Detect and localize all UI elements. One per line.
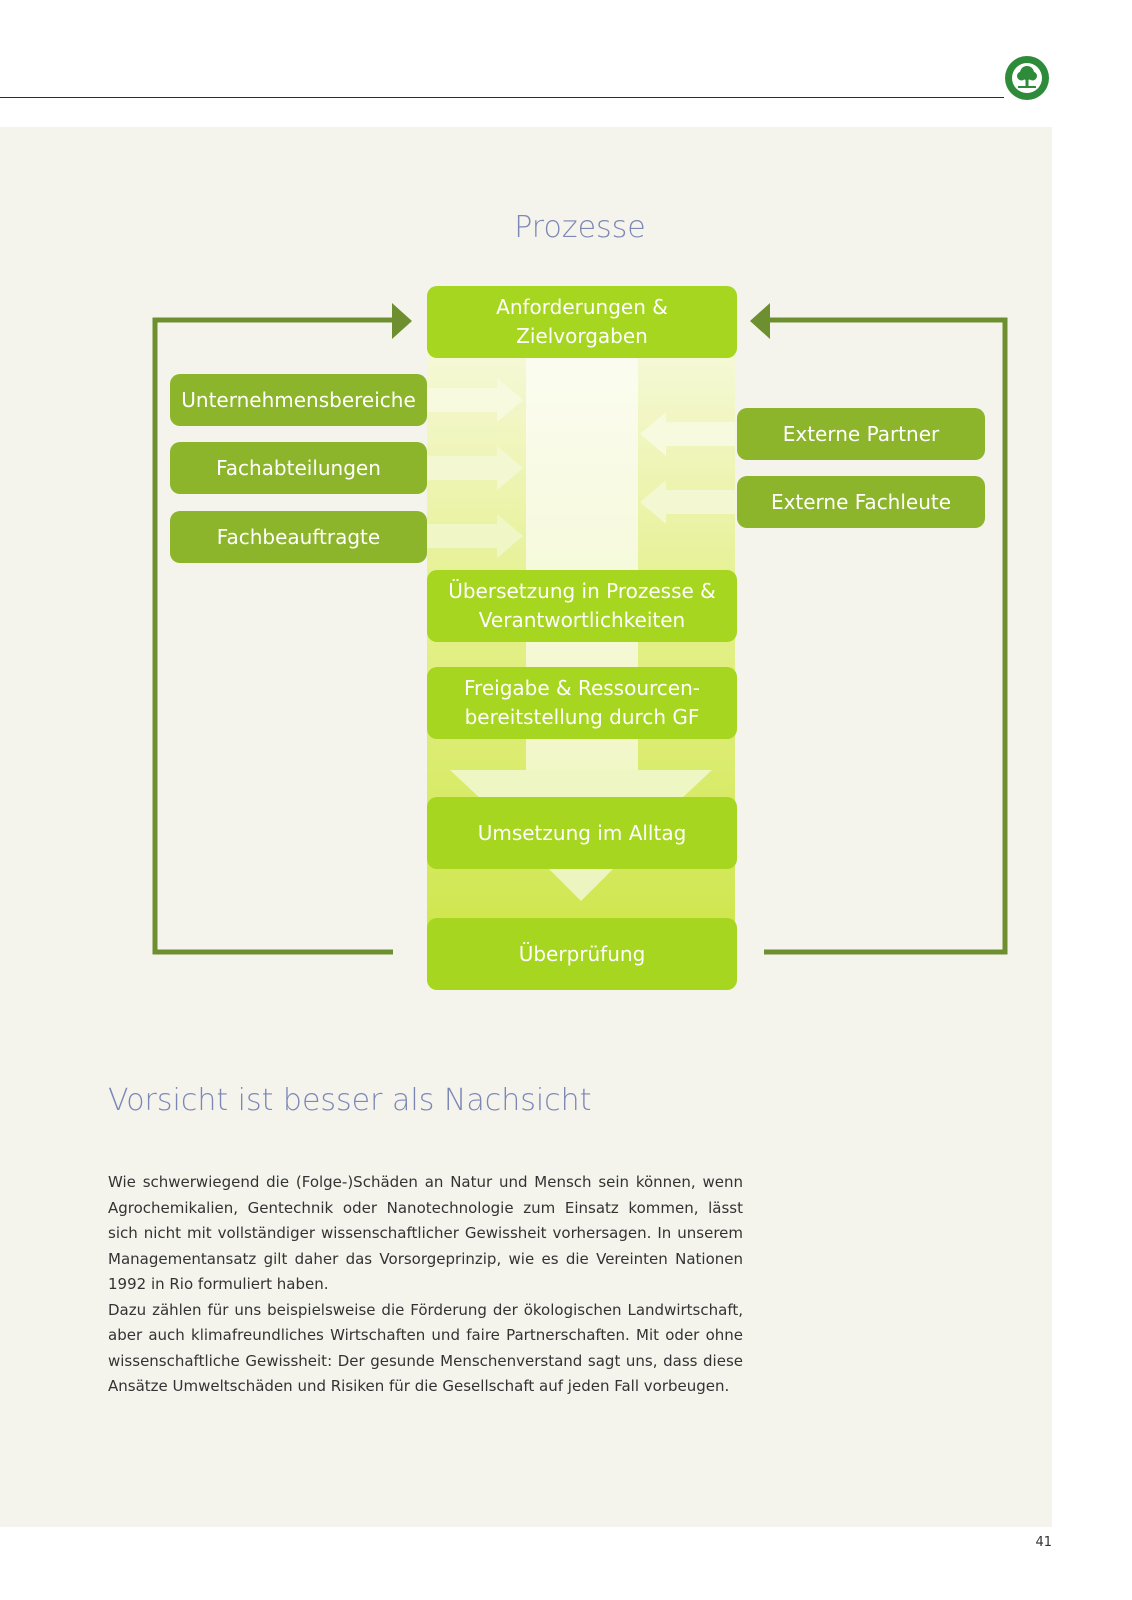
tree-seal-icon xyxy=(1005,56,1049,100)
feedback-loop-right xyxy=(764,317,1008,955)
flow-box-line: Zielvorgaben xyxy=(516,324,648,348)
input-arrow-left-1 xyxy=(427,378,523,422)
side-box-business-units: Unternehmensbereiche xyxy=(170,374,427,426)
flow-box-line: Überprüfung xyxy=(518,941,646,966)
flow-down-arrow-large xyxy=(450,770,712,800)
flow-box-line: Verantwortlichkeiten xyxy=(478,608,686,632)
section-heading: Vorsicht ist besser als Nachsicht xyxy=(108,1083,592,1118)
input-arrow-right-1 xyxy=(640,412,735,456)
header-rule xyxy=(0,97,1004,98)
side-box-departments: Fachabteilungen xyxy=(170,442,427,494)
feedback-arrowhead-left xyxy=(392,303,412,339)
flow-box-approval: Freigabe & Ressourcen- bereitstellung du… xyxy=(427,667,737,739)
body-text: Wie schwerwiegend die (Folge-)Schäden an… xyxy=(108,1170,743,1400)
flow-box-line: Freigabe & Ressourcen- xyxy=(464,676,700,700)
feedback-arrowhead-right xyxy=(750,303,770,339)
flow-box-review: Überprüfung xyxy=(427,918,737,990)
side-box-external-experts: Externe Fachleute xyxy=(737,476,985,528)
feedback-loop-left xyxy=(152,317,395,955)
paragraph: Wie schwerwiegend die (Folge-)Schäden an… xyxy=(108,1173,743,1293)
flow-box-line: Umsetzung im Alltag xyxy=(477,820,687,845)
paragraph: Dazu zählen für uns beispielsweise die F… xyxy=(108,1300,743,1396)
flow-box-line: Übersetzung in Prozesse & xyxy=(448,579,716,603)
diagram-title: Prozesse xyxy=(514,210,646,245)
flow-down-arrow-small xyxy=(548,868,614,901)
side-box-officers: Fachbeauftragte xyxy=(170,511,427,563)
flow-box-requirements: Anforderungen & Zielvorgaben xyxy=(427,286,737,358)
input-arrow-right-2 xyxy=(640,480,735,524)
page-number: 41 xyxy=(1035,1535,1052,1550)
side-box-external-partners: Externe Partner xyxy=(737,408,985,460)
flow-box-implementation: Umsetzung im Alltag xyxy=(427,797,737,869)
input-arrow-left-3 xyxy=(427,514,523,558)
flow-box-translation: Übersetzung in Prozesse & Verantwortlich… xyxy=(427,570,737,642)
flow-box-line: Anforderungen & xyxy=(496,295,668,319)
input-arrow-left-2 xyxy=(427,446,523,490)
flow-box-line: bereitstellung durch GF xyxy=(464,705,700,729)
